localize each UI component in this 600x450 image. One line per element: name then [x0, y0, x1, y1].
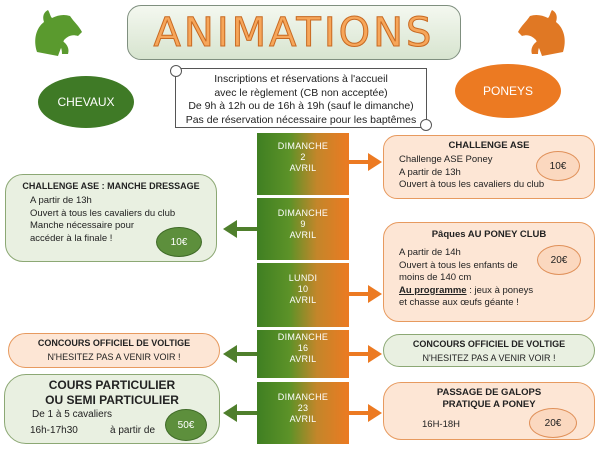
date-number: 9: [300, 219, 306, 229]
price-badge: 10€: [156, 227, 202, 257]
date-number: 10: [297, 284, 309, 294]
event-voltige-left: CONCOURS OFFICIEL DE VOLTIGE N'HESITEZ P…: [8, 333, 220, 368]
date-number: 16: [297, 343, 309, 353]
event-line: A partir de 13h: [30, 195, 92, 206]
event-title: CHALLENGE ASE : MANCHE DRESSAGE: [22, 181, 200, 191]
info-scroll: Inscriptions et réservations à l'accueil…: [170, 65, 432, 131]
price-label: 10€: [549, 160, 567, 172]
date-day: DIMANCHE: [277, 208, 329, 218]
price-label: 50€: [177, 419, 195, 431]
arrow-right-icon: [349, 285, 382, 303]
event-line: et chasse aux œufs géante !: [399, 297, 519, 308]
event-subtitle: N'HESITEZ PAS A VENIR VOIR !: [422, 353, 556, 363]
event-title: Pâques AU PONEY CLUB: [431, 229, 547, 240]
event-line: A partir de 13h: [399, 166, 461, 178]
event-title: CONCOURS OFFICIEL DE VOLTIGE: [37, 338, 191, 348]
event-line: De 1 à 5 cavaliers: [32, 409, 113, 420]
date-day: DIMANCHE: [277, 332, 329, 342]
event-title: CONCOURS OFFICIEL DE VOLTIGE: [412, 339, 566, 349]
date-month: AVRIL: [289, 295, 317, 305]
date-number: 23: [297, 403, 309, 413]
event-paques: Pâques AU PONEY CLUB A partir de 14h Ouv…: [383, 222, 595, 322]
arrow-left-icon: [223, 345, 257, 363]
price-label: 20€: [544, 417, 562, 429]
event-title: CHALLENGE ASE: [448, 140, 530, 151]
event-line: Manche nécessaire pour: [30, 220, 135, 231]
date-block: DIMANCHE 2 AVRIL: [257, 133, 349, 195]
date-month: AVRIL: [289, 414, 317, 424]
title-banner: ANIMATIONS: [127, 5, 461, 60]
category-chevaux-label: CHEVAUX: [57, 95, 115, 109]
event-challenge-poney: CHALLENGE ASE Challenge ASE Poney A part…: [383, 135, 595, 199]
price-badge: 50€: [165, 409, 207, 441]
info-line: Inscriptions et réservations à l'accueil: [214, 73, 388, 85]
category-poneys-label: PONEYS: [482, 84, 533, 98]
category-chevaux: CHEVAUX: [38, 76, 134, 128]
event-title: PRATIQUE A PONEY: [442, 399, 536, 410]
horse-head-logo-right: [518, 10, 565, 56]
date-block: DIMANCHE 9 AVRIL: [257, 198, 349, 260]
arrow-left-icon: [223, 404, 257, 422]
date-block: DIMANCHE 16 AVRIL: [257, 330, 349, 378]
date-day: LUNDI: [288, 273, 318, 283]
date-day: DIMANCHE: [277, 392, 329, 402]
price-label: 10€: [170, 236, 188, 248]
date-day: DIMANCHE: [277, 141, 329, 151]
event-passage-galops: PASSAGE DE GALOPS PRATIQUE A PONEY 16H-1…: [383, 382, 595, 440]
event-challenge-dressage: CHALLENGE ASE : MANCHE DRESSAGE A partir…: [5, 174, 217, 262]
price-badge: 20€: [529, 408, 577, 438]
arrow-left-icon: [223, 220, 257, 238]
date-block: DIMANCHE 23 AVRIL: [257, 382, 349, 444]
event-cours-particulier: COURS PARTICULIER OU SEMI PARTICULIER De…: [4, 374, 220, 444]
price-badge: 10€: [536, 151, 580, 181]
info-line: Pas de réservation nécessaire pour les b…: [185, 113, 417, 126]
date-month: AVRIL: [289, 354, 317, 364]
event-line: moins de 140 cm: [399, 272, 472, 283]
event-line: à partir de: [110, 425, 156, 436]
date-month: AVRIL: [289, 163, 317, 173]
info-line: avec le règlement (CB non acceptée): [214, 86, 388, 99]
horse-head-logo-left: [35, 10, 82, 56]
price-label: 20€: [550, 254, 568, 266]
event-line: Ouvert à tous les cavaliers du club: [30, 207, 176, 219]
price-badge: 20€: [537, 245, 581, 275]
event-title: OU SEMI PARTICULIER: [45, 393, 179, 407]
event-time: 16h-17h30: [30, 425, 78, 436]
date-block: LUNDI 10 AVRIL: [257, 263, 349, 327]
event-title: PASSAGE DE GALOPS: [436, 387, 542, 398]
arrow-right-icon: [349, 404, 382, 422]
event-line: Ouvert à tous les cavaliers du club: [399, 179, 545, 190]
program-label: Au programme: [399, 284, 467, 296]
arrow-right-icon: [349, 153, 382, 171]
info-line: De 9h à 12h ou de 16h à 19h (sauf le dim…: [188, 100, 414, 112]
event-line: Challenge ASE Poney: [399, 154, 493, 165]
date-number: 2: [300, 152, 306, 162]
program-text: : jeux à poneys: [466, 284, 534, 296]
event-title: COURS PARTICULIER: [48, 378, 176, 392]
event-line: accéder à la finale !: [30, 232, 113, 244]
page-title: ANIMATIONS: [153, 9, 435, 56]
event-line: A partir de 14h: [399, 247, 461, 258]
event-subtitle: N'HESITEZ PAS A VENIR VOIR !: [47, 352, 181, 362]
date-month: AVRIL: [289, 230, 317, 240]
event-voltige-right: CONCOURS OFFICIEL DE VOLTIGE N'HESITEZ P…: [383, 334, 595, 367]
event-time: 16H-18H: [422, 419, 461, 430]
event-line: Ouvert à tous les enfants de: [399, 259, 518, 271]
arrow-right-icon: [349, 345, 382, 363]
category-poneys: PONEYS: [455, 64, 561, 118]
